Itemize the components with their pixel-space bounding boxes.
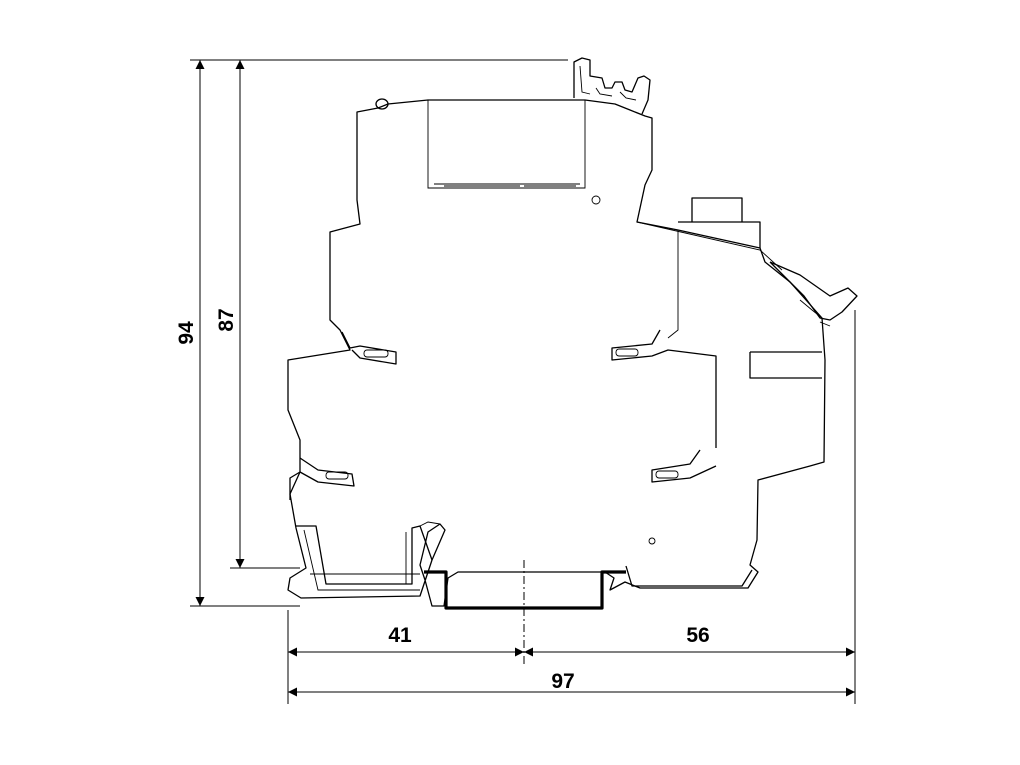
upper-hole — [591, 195, 601, 205]
left-terminal-upper — [341, 331, 397, 365]
right-terminal-upper — [611, 329, 717, 448]
housing-contour — [287, 99, 826, 607]
side-marker — [749, 351, 822, 379]
right-foot — [625, 565, 753, 587]
dim-label-97: 97 — [551, 670, 574, 693]
dim-label-56: 56 — [686, 624, 709, 647]
ejector-lever — [769, 261, 858, 321]
rail-clip-inner — [303, 529, 420, 591]
right-plug-line — [667, 230, 679, 339]
din-rail — [424, 570, 626, 610]
top-knob — [375, 98, 389, 110]
diagonal-edge — [636, 221, 783, 271]
ejector-lever-detail — [799, 299, 831, 327]
top-latch-inner — [579, 65, 637, 101]
left-terminal-lower — [299, 457, 355, 487]
top-window — [427, 100, 586, 189]
top-window-base — [434, 183, 580, 187]
right-terminal-lower — [651, 449, 717, 483]
dim-label-87: 87 — [215, 308, 238, 331]
dim-label-41: 41 — [388, 624, 412, 647]
lower-hole — [648, 537, 656, 545]
dim-label-94: 94 — [175, 321, 198, 345]
rail-clip-left — [289, 471, 433, 585]
rail-clip-spring — [419, 521, 441, 527]
relay-module-outline — [287, 57, 858, 607]
top-latch — [573, 57, 651, 115]
right-plug — [678, 197, 761, 248]
